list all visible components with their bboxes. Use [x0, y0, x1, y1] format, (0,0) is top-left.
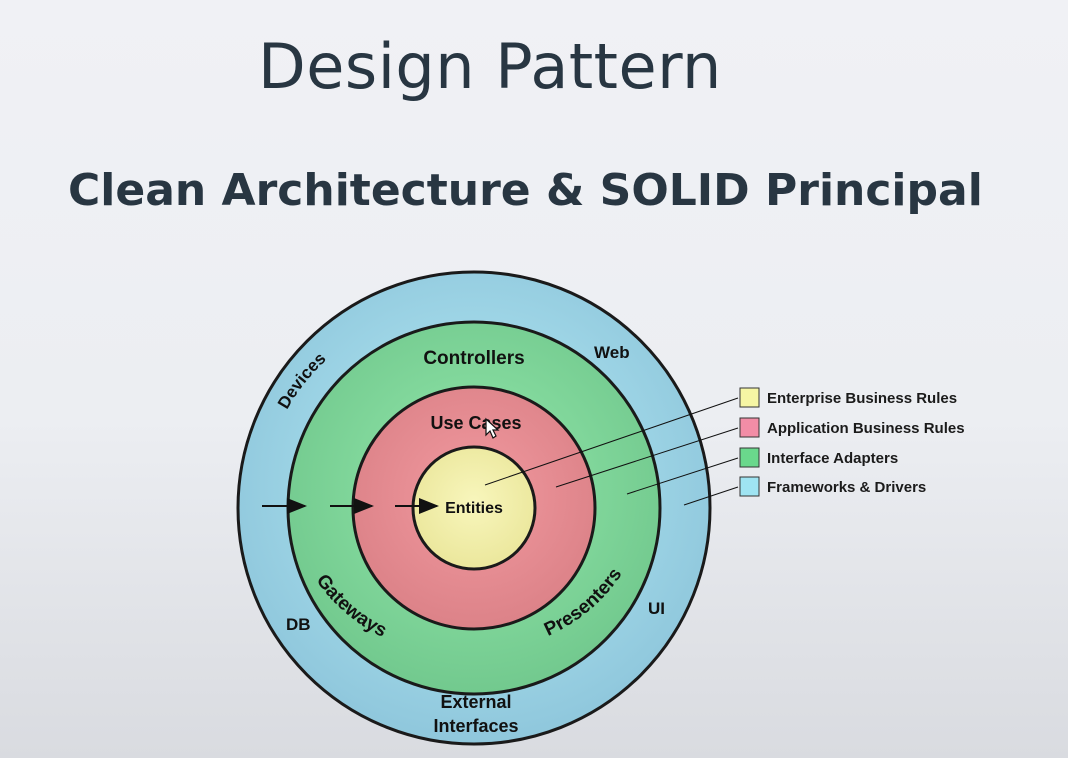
legend-label-application: Application Business Rules: [767, 420, 965, 437]
legend-swatch-enterprise: [739, 387, 760, 408]
leader-line-entities: [484, 397, 739, 486]
leader-line-adapters: [626, 457, 739, 495]
label-web: Web: [594, 343, 630, 362]
leader-line-frameworks: [683, 486, 739, 506]
label-controllers: Controllers: [423, 348, 524, 369]
label-ui: UI: [648, 599, 665, 618]
leader-line-use-cases: [555, 427, 739, 488]
legend-swatch-application: [739, 417, 760, 438]
label-interfaces: Interfaces: [433, 716, 518, 736]
slide-subtitle: Clean Architecture & SOLID Principal: [68, 165, 983, 216]
mouse-cursor-icon: [485, 417, 500, 439]
legend-label-frameworks: Frameworks & Drivers: [767, 479, 926, 496]
label-entities: Entities: [445, 500, 503, 517]
slide-title: Design Pattern: [258, 30, 722, 103]
label-external: External: [440, 692, 511, 712]
legend-label-adapters: Interface Adapters: [767, 450, 898, 467]
legend-swatch-adapters: [739, 447, 760, 468]
legend: Enterprise Business Rules Application Bu…: [739, 387, 965, 497]
entities-core: [411, 445, 537, 571]
label-use-cases: Use Cases: [430, 413, 521, 433]
label-db: DB: [286, 615, 311, 634]
legend-swatch-frameworks: [739, 476, 760, 497]
legend-label-enterprise: Enterprise Business Rules: [767, 390, 957, 407]
